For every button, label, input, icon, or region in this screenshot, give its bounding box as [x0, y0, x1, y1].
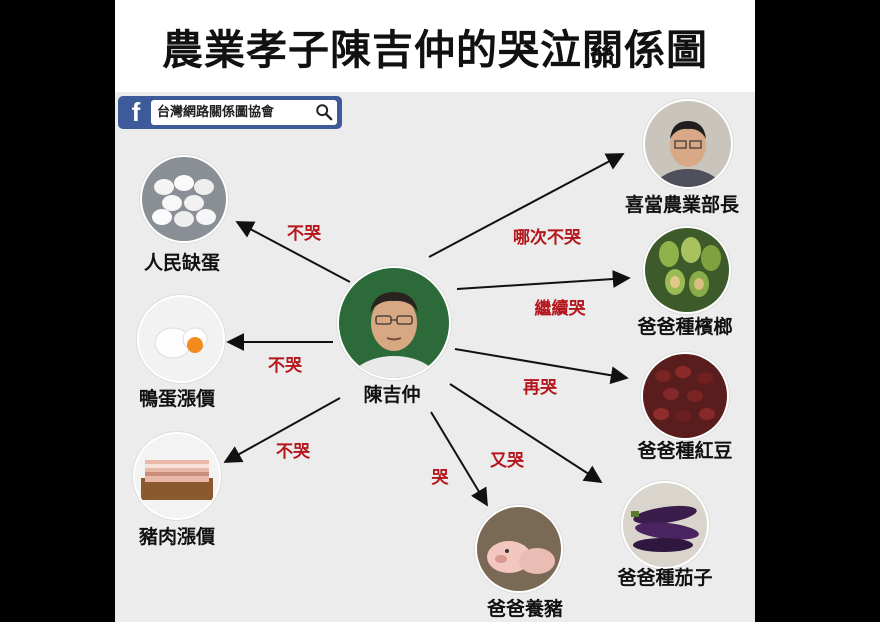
node-label-pork: 豬肉漲價	[138, 526, 216, 548]
minister-photo	[643, 99, 733, 189]
edge-to-eggs	[235, 221, 351, 283]
pork-photo	[133, 432, 221, 520]
title-band: 農業孝子陳吉仲的哭泣關係圖	[115, 0, 755, 92]
red-beans-photo	[641, 352, 729, 440]
pigs-photo	[475, 505, 563, 593]
node-label-eggs: 人民缺蛋	[143, 252, 221, 274]
node-label-duck-eggs: 鴨蛋漲價	[138, 388, 216, 410]
node-label-minister: 喜當農業部長	[624, 194, 740, 216]
edge-to-pork	[223, 397, 341, 463]
diagram-canvas: 農業孝子陳吉仲的哭泣關係圖 f 台灣網路關係圖協會	[115, 0, 755, 622]
edge-label-pigs: 哭	[431, 468, 449, 488]
eggs-photo	[140, 155, 228, 243]
edge-label-duck-eggs: 不哭	[268, 356, 302, 376]
facebook-icon: f	[131, 97, 141, 127]
node-label-betel: 爸爸種檳榔	[637, 316, 733, 338]
edge-label-eggs: 不哭	[287, 224, 321, 244]
edge-to-red-beans	[454, 348, 629, 385]
edge-label-eggplant: 又哭	[490, 451, 524, 471]
badge-text: 台灣網路關係圖協會	[157, 105, 275, 120]
edge-to-eggplant	[449, 383, 603, 483]
edge-to-pigs	[430, 411, 488, 507]
duck-eggs-photo	[137, 295, 225, 383]
badge-search-box: 台灣網路關係圖協會	[151, 100, 337, 125]
eggplant-photo	[621, 481, 709, 569]
edge-label-minister: 哪次不哭	[513, 228, 581, 248]
node-label-pigs: 爸爸養豬	[486, 598, 564, 620]
edge-label-betel: 繼續哭	[534, 299, 586, 319]
node-label-red-beans: 爸爸種紅豆	[637, 440, 733, 462]
edge-layer	[223, 153, 631, 507]
edge-to-betel	[456, 270, 631, 290]
source-badge: f 台灣網路關係圖協會	[118, 96, 342, 129]
betel-photo	[643, 226, 731, 314]
chen-portrait	[337, 266, 451, 380]
search-icon	[316, 104, 333, 121]
diagram-title: 農業孝子陳吉仲的哭泣關係圖	[162, 26, 708, 74]
node-label-eggplant: 爸爸種茄子	[617, 567, 713, 589]
edge-to-minister	[428, 153, 625, 258]
center-label: 陳吉仲	[363, 384, 421, 406]
edge-label-red-beans: 再哭	[523, 378, 557, 398]
edge-label-pork: 不哭	[276, 442, 310, 462]
